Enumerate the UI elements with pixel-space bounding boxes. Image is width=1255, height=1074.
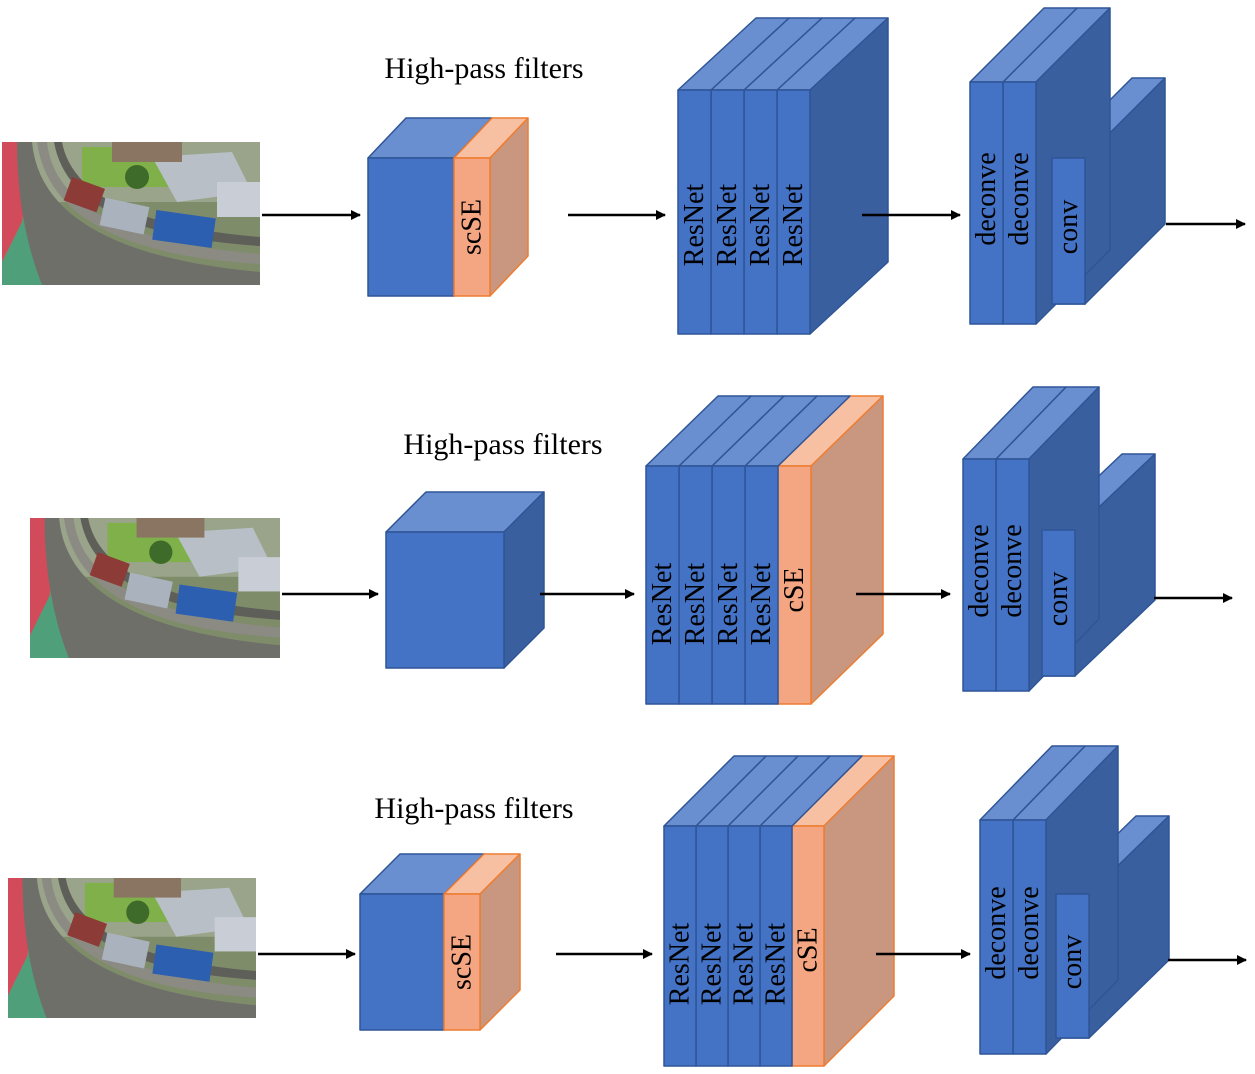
conv-block-front: [1051, 157, 1086, 305]
resnet-block: [743, 17, 856, 335]
conv-block-front: [1041, 529, 1076, 677]
deconv-label: deconve: [997, 524, 1028, 617]
high-pass-filter-block-front: [359, 893, 445, 1031]
conv-label: conv: [1053, 200, 1084, 254]
filter-title: High-pass filters: [384, 52, 583, 85]
cse-attention-block: [777, 395, 884, 705]
resnet-block: [759, 755, 863, 1067]
scse-attention-block: [453, 117, 529, 297]
conv-block-visible: [1041, 529, 1076, 677]
high-pass-filter-block: [385, 491, 545, 669]
cse-attention-block: [791, 755, 895, 1067]
resnet-block-front: [677, 89, 712, 335]
deconv-label: deconve: [1014, 886, 1045, 979]
resnet-label: ResNet: [665, 923, 696, 1006]
high-pass-filter-block-front: [367, 157, 455, 297]
deconv-block: [969, 7, 1078, 325]
input-image: [8, 878, 256, 1018]
scse-label: scSE: [447, 934, 478, 990]
deconv-block-front: [969, 81, 1004, 325]
resnet-block: [678, 395, 785, 705]
resnet-block: [695, 755, 799, 1067]
resnet-label: ResNet: [680, 563, 711, 646]
input-image: [30, 518, 281, 658]
resnet-block: [727, 755, 831, 1067]
resnet-block: [677, 17, 790, 335]
deconv-label: deconve: [971, 152, 1002, 245]
scse-attention-block-front: [443, 893, 481, 1031]
deconv-block-front: [962, 458, 997, 692]
conv-label: conv: [1057, 935, 1088, 989]
deconv-block: [962, 386, 1067, 692]
deconv-label: deconve: [964, 524, 995, 617]
resnet-label: ResNet: [745, 184, 776, 267]
high-pass-filter-block-front: [385, 531, 505, 669]
filter-title: High-pass filters: [374, 792, 573, 825]
deconv-block-front: [979, 819, 1014, 1055]
deconv-block: [979, 745, 1086, 1055]
resnet-label: ResNet: [679, 184, 710, 267]
resnet-label: ResNet: [697, 923, 728, 1006]
filter-title: High-pass filters: [403, 428, 602, 461]
cse-label: cSE: [779, 567, 810, 612]
conv-block-visible: [1051, 157, 1086, 305]
resnet-block-front: [645, 465, 680, 705]
resnet-label: ResNet: [761, 923, 792, 1006]
resnet-block: [663, 755, 767, 1067]
conv-block-visible: [1055, 893, 1090, 1039]
resnet-block: [744, 395, 851, 705]
resnet-label: ResNet: [778, 184, 809, 267]
scse-label: scSE: [457, 199, 488, 255]
scse-attention-block-front: [453, 157, 491, 297]
deconv-label: deconve: [1004, 152, 1035, 245]
resnet-label: ResNet: [713, 563, 744, 646]
resnet-label: ResNet: [712, 184, 743, 267]
resnet-label: ResNet: [746, 563, 777, 646]
input-image: [2, 142, 260, 285]
resnet-block-front: [663, 825, 697, 1067]
resnet-label: ResNet: [647, 563, 678, 646]
resnet-block: [645, 395, 752, 705]
scse-attention-block: [443, 853, 521, 1031]
conv-block-front: [1055, 893, 1090, 1039]
conv-label: conv: [1043, 572, 1074, 626]
deconv-label: deconve: [981, 886, 1012, 979]
cse-label: cSE: [793, 927, 824, 972]
resnet-label: ResNet: [729, 923, 760, 1006]
resnet-block: [776, 17, 889, 335]
